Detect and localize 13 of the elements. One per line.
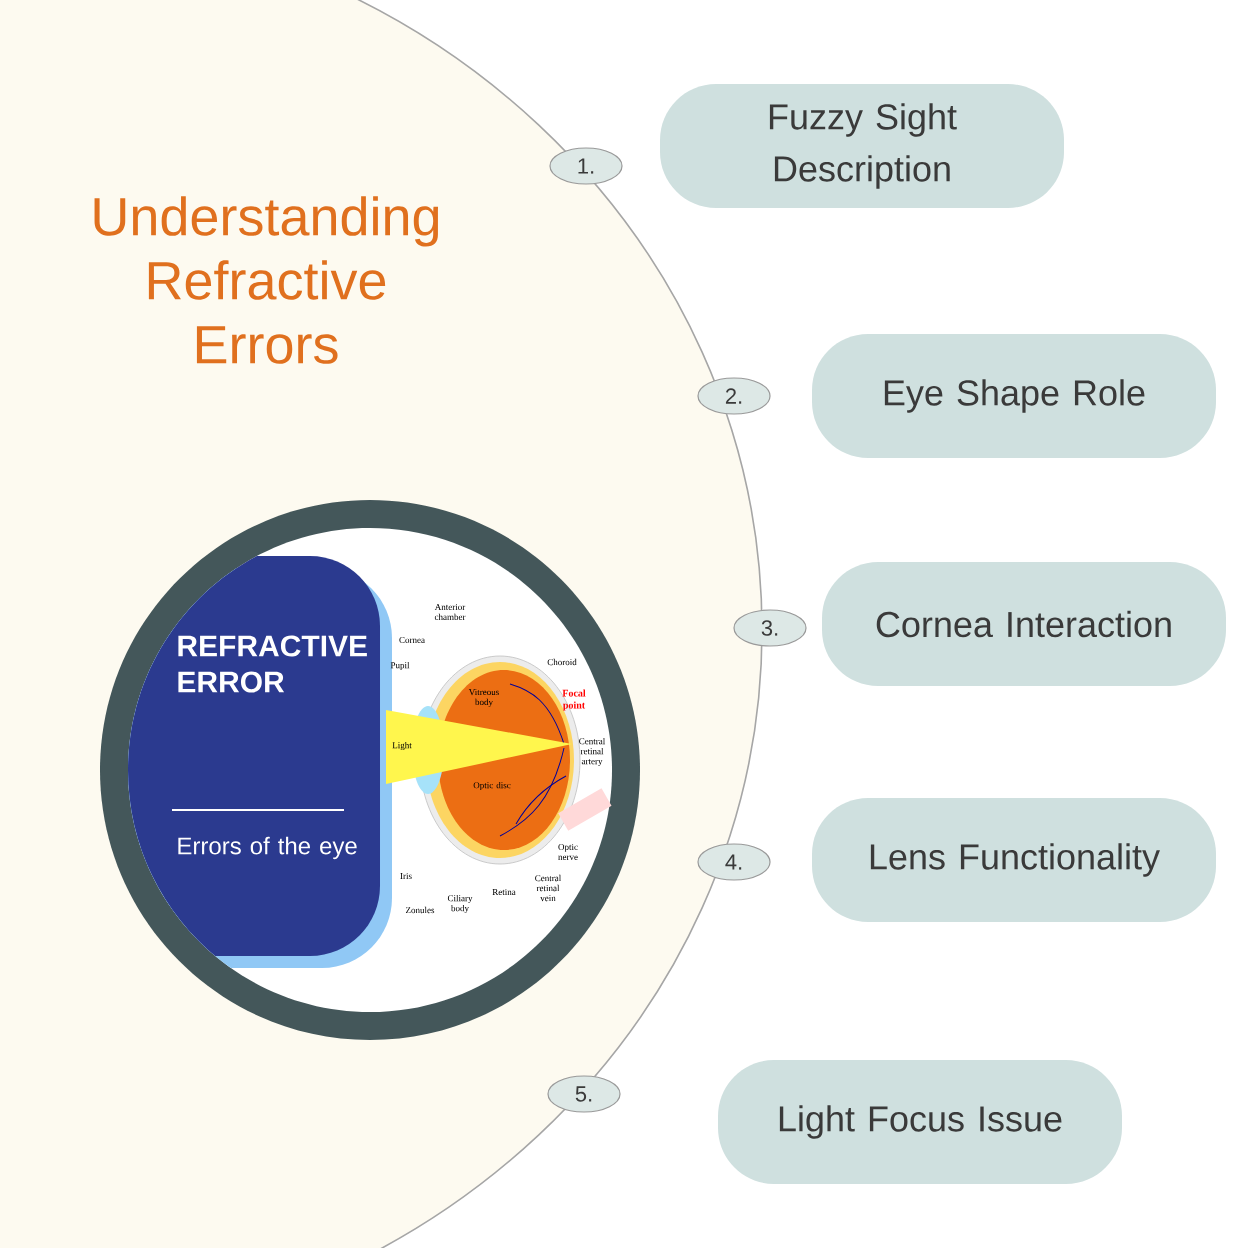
title: Understanding Refractive Errors [94, 196, 439, 364]
topic-pill: Cornea Interaction [822, 562, 1226, 686]
banner-title: REFRACTIVE ERROR [178, 635, 367, 693]
topic-pill: Lens Functionality [812, 798, 1216, 922]
number-badge: 1. [549, 147, 623, 185]
number-badge: 4. [697, 843, 771, 881]
topic-pill: Fuzzy Sight Description [660, 84, 1064, 208]
banner-subtitle: Errors of the eye [178, 836, 357, 860]
number-badge: 2. [697, 377, 771, 415]
topic-pill: Eye Shape Role [812, 334, 1216, 458]
number-badge: 5. [547, 1075, 621, 1113]
topic-pill: Light Focus Issue [718, 1060, 1122, 1184]
number-badge: 3. [733, 609, 807, 647]
